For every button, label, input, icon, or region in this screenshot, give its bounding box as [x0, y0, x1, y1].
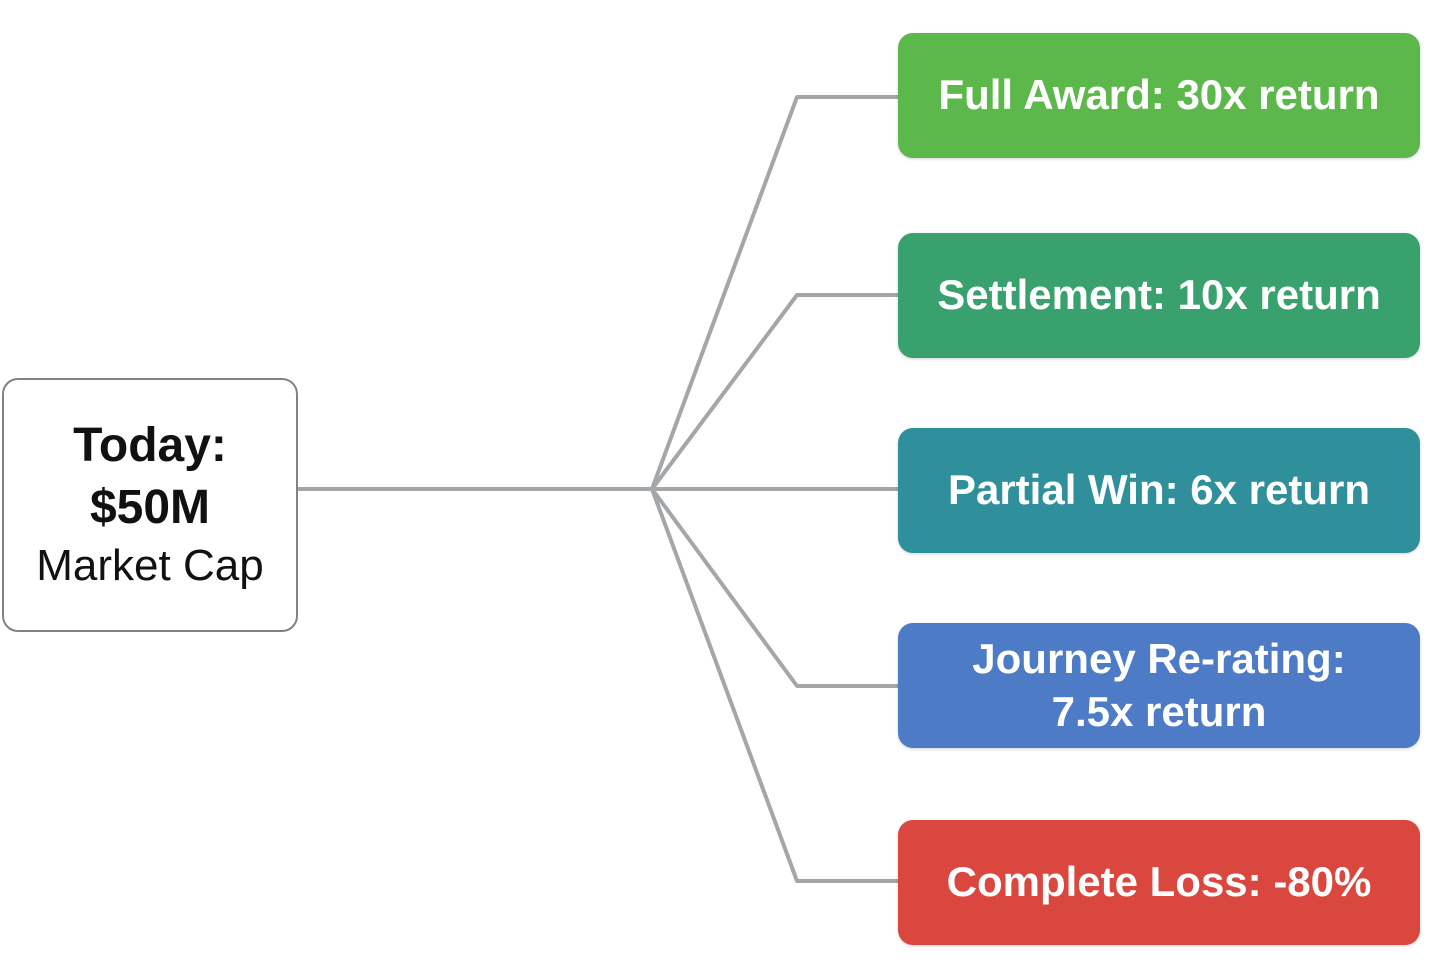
root-node-market-cap: Today: $50M Market Cap [2, 378, 298, 632]
connector-settlement [650, 293, 898, 491]
root-node-line-1: Today: [73, 419, 227, 473]
node-complete-loss: Complete Loss: -80% [898, 820, 1420, 945]
node-full-award: Full Award: 30x return [898, 33, 1420, 158]
connector-journey-rerating [650, 487, 898, 688]
connector-full-award [650, 95, 898, 490]
root-node-line-2: $50M [89, 480, 211, 534]
node-settlement: Settlement: 10x return [898, 233, 1420, 358]
node-partial-win: Partial Win: 6x return [898, 428, 1420, 553]
root-node-line-3: Market Cap [36, 541, 264, 591]
connector-complete-loss [650, 488, 898, 883]
node-journey-rerating: Journey Re-rating: 7.5x return [898, 623, 1420, 748]
